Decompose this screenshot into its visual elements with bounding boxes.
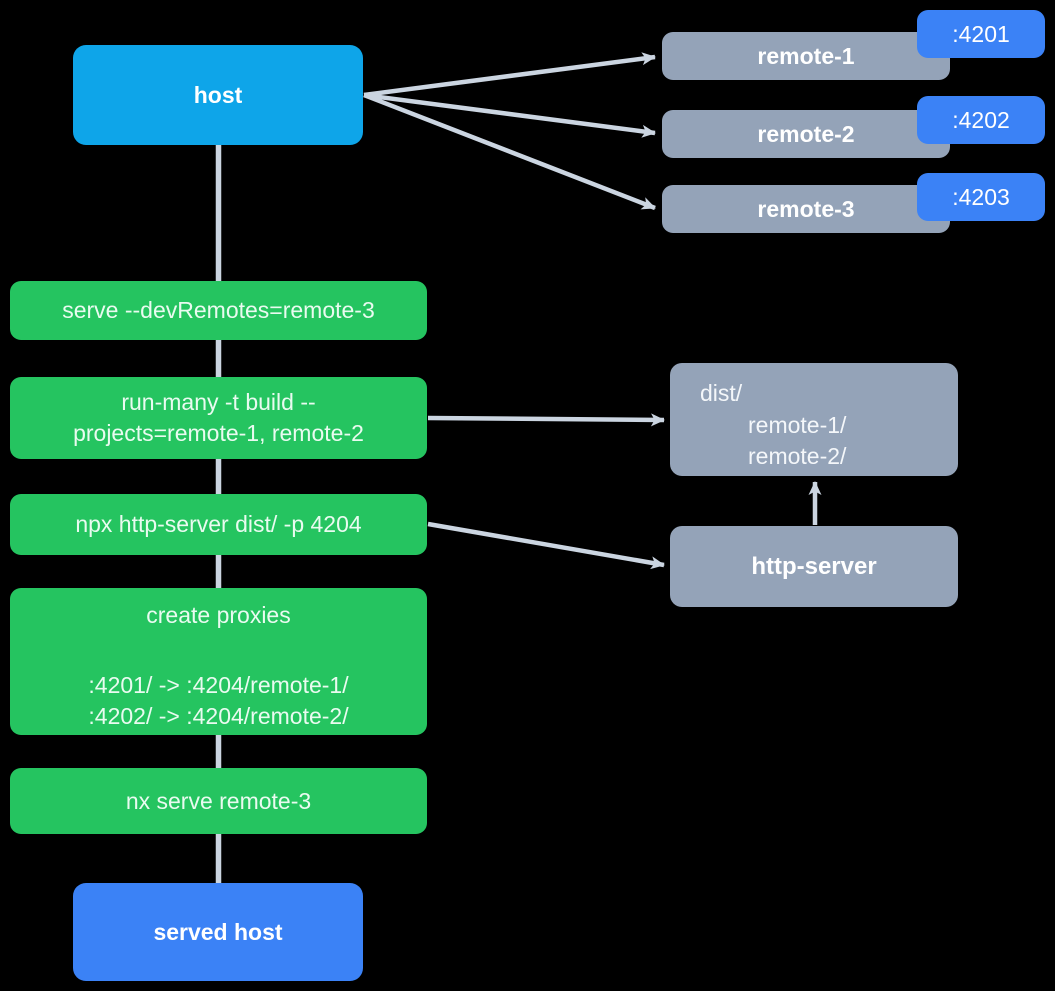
dist-folder-line: remote-2/	[748, 443, 847, 469]
command-create-proxies: create proxies :4201/ -> :4204/remote-1/…	[10, 588, 427, 735]
served-host-label: served host	[153, 918, 283, 945]
edge-host-remote-3	[363, 92, 656, 211]
node-http-server: http-server	[670, 526, 958, 607]
command-title: create proxies	[146, 602, 291, 628]
remote-2-label: remote-2	[757, 120, 855, 147]
command-npx-http-server: npx http-server dist/ -p 4204	[10, 494, 427, 555]
node-remote-3: remote-3	[662, 185, 950, 233]
edge-host-remote-1	[363, 52, 656, 98]
port-badge-4203: :4203	[917, 173, 1045, 221]
command-line: run-many -t build --	[121, 389, 316, 415]
command-line: serve --devRemotes=remote-3	[62, 297, 375, 323]
command-line: npx http-server dist/ -p 4204	[75, 511, 362, 537]
node-served-host: served host	[73, 883, 363, 981]
proxy-mapping-line: :4201/ -> :4204/remote-1/	[88, 672, 349, 698]
remote-1-label: remote-1	[757, 42, 855, 69]
command-run-many-build: run-many -t build -- projects=remote-1, …	[10, 377, 427, 459]
http-server-label: http-server	[751, 552, 877, 580]
node-host: host	[73, 45, 363, 145]
edge-host-remote-2	[363, 92, 656, 138]
node-remote-1: remote-1	[662, 32, 950, 80]
command-line: nx serve remote-3	[125, 787, 312, 814]
port-badge-4201: :4201	[917, 10, 1045, 58]
command-serve-dev-remotes: serve --devRemotes=remote-3	[10, 281, 427, 340]
port-4201-label: :4201	[952, 20, 1010, 47]
edge-run-many-dist	[427, 413, 665, 427]
node-dist-folder: dist/ remote-1/ remote-2/	[670, 363, 958, 476]
dist-folder-line: dist/	[700, 380, 743, 406]
port-4202-label: :4202	[952, 106, 1010, 133]
port-4203-label: :4203	[952, 183, 1010, 210]
remote-3-label: remote-3	[757, 195, 855, 222]
port-badge-4202: :4202	[917, 96, 1045, 144]
proxy-mapping-line: :4202/ -> :4204/remote-2/	[88, 703, 349, 729]
dist-folder-line: remote-1/	[748, 411, 847, 438]
host-label: host	[193, 81, 243, 108]
edge-npx-http-server	[427, 521, 665, 570]
command-nx-serve-remote-3: nx serve remote-3	[10, 768, 427, 834]
node-remote-2: remote-2	[662, 110, 950, 158]
command-line: projects=remote-1, remote-2	[73, 420, 364, 446]
